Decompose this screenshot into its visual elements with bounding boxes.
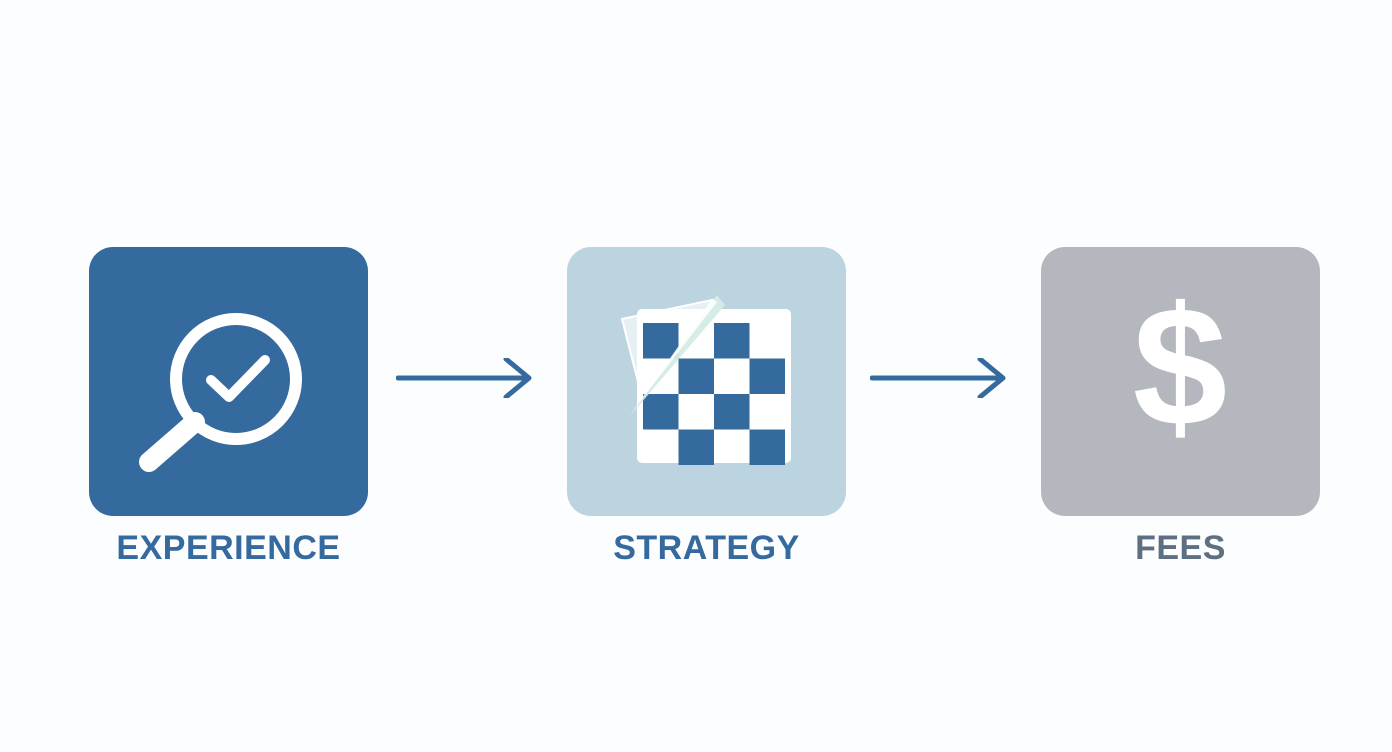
checker-square: [643, 394, 679, 430]
checker-square: [643, 323, 679, 359]
step-fees: $ FEES: [1041, 247, 1320, 567]
strategy-label: STRATEGY: [613, 529, 800, 567]
checker-square: [678, 429, 714, 465]
fees-tile: $: [1041, 247, 1320, 516]
experience-label: EXPERIENCE: [116, 529, 341, 567]
magnifier-check-icon: [139, 313, 302, 472]
checker-square: [714, 323, 750, 359]
checker-square: [714, 394, 750, 430]
checkerboard-grid: [643, 323, 785, 465]
svg-text:$: $: [1133, 272, 1228, 462]
arrow-right-icon: [870, 358, 1006, 398]
fees-label: FEES: [1135, 529, 1226, 567]
checker-square: [749, 429, 785, 465]
checker-square: [678, 358, 714, 394]
checker-square: [749, 358, 785, 394]
checkerboard-document-icon: [620, 295, 791, 465]
step-experience: EXPERIENCE: [89, 247, 368, 567]
step-strategy: STRATEGY: [567, 247, 846, 567]
experience-tile: [89, 247, 368, 516]
strategy-tile: [567, 247, 846, 516]
arrow-right-icon: [396, 358, 532, 398]
dollar-sign-icon: $: [1133, 272, 1228, 462]
